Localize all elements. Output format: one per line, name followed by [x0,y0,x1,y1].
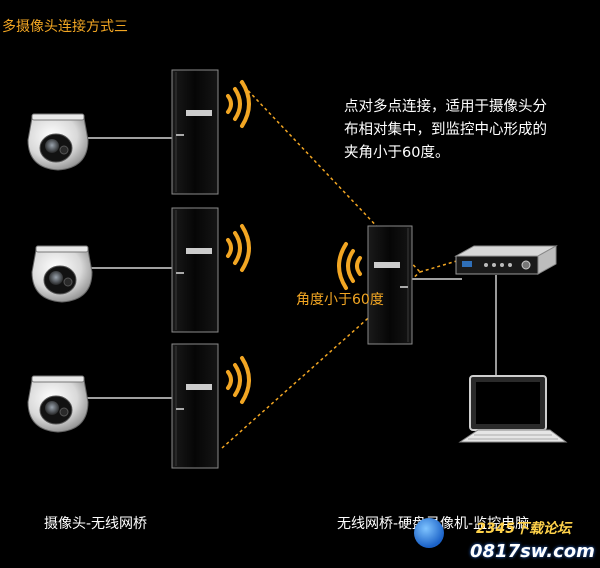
dashed-angle-line-bottom [221,271,421,449]
wireless-bridge-icon [171,69,219,195]
dome-camera-icon [31,245,93,303]
wireless-bridge-icon [171,343,219,469]
dome-camera-icon [27,375,89,433]
wifi-waves-icon [226,356,251,404]
description-line: 点对多点连接，适用于摄像头分 [344,99,547,115]
angle-label: 角度小于60度 [296,292,384,308]
dome-camera-icon [27,113,89,171]
caption-camera-bridge: 摄像头-无线网桥 [44,516,148,532]
watermark-logo-icon [414,518,444,548]
watermark-site-name: 2345下载论坛 [476,521,571,537]
nvr-recorder-icon [454,245,558,275]
monitor-computer-icon [458,375,568,443]
wifi-waves-icon [226,224,251,272]
diagram-title: 多摄像头连接方式三 [2,19,128,35]
wifi-waves-icon [337,242,362,290]
wifi-waves-icon [226,80,251,128]
watermark-url: 0817sw.com [470,541,595,562]
description-text: 点对多点连接，适用于摄像头分 布相对集中，到监控中心形成的 夹角小于60度。 [344,96,584,165]
description-line: 夹角小于60度。 [344,145,450,161]
wireless-bridge-icon [171,207,219,333]
wireless-bridge-icon [367,225,413,345]
description-line: 布相对集中，到监控中心形成的 [344,122,547,138]
